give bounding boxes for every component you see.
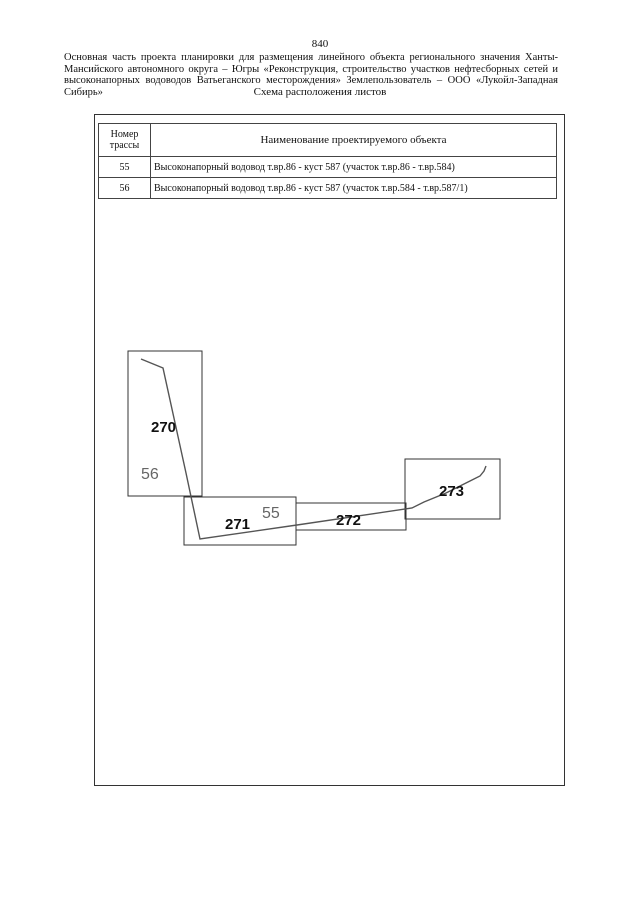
route-label-56: 56	[141, 466, 159, 483]
route-name-cell: Высоконапорный водовод т.вр.86 - куст 58…	[150, 177, 557, 199]
scheme-title: Схема расположения листов	[253, 86, 387, 98]
routes-table: Номер трассы Наименование проектируемого…	[98, 123, 557, 199]
sheet-label-273: 273	[439, 483, 464, 500]
page-number: 840	[311, 38, 329, 50]
document-header: Основная часть проекта планировки для ра…	[64, 52, 558, 98]
sheet-label-271: 271	[225, 516, 250, 533]
sheet-label-270: 270	[151, 419, 176, 436]
sheet-label-272: 272	[336, 512, 361, 529]
column-header-number: Номер трассы	[98, 123, 151, 157]
sheet-273-frame	[404, 458, 501, 520]
route-label-55: 55	[262, 505, 280, 522]
table-row: 56 Высоконапорный водовод т.вр.86 - куст…	[98, 177, 557, 199]
column-header-name: Наименование проектируемого объекта	[150, 123, 557, 157]
drawing-frame	[94, 114, 565, 786]
table-header-row: Номер трассы Наименование проектируемого…	[98, 123, 557, 157]
pipeline-route-line	[140, 358, 487, 540]
sheet-272-frame	[295, 502, 407, 531]
route-number-cell: 56	[98, 177, 151, 199]
sheet-270-frame	[127, 350, 203, 497]
